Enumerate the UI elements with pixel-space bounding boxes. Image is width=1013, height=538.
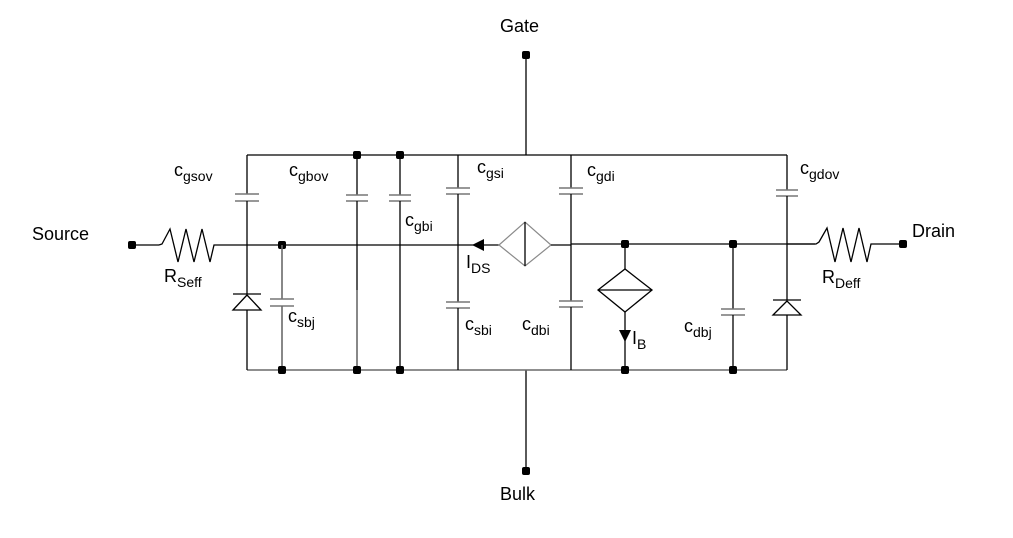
cgdi-label: cgdi	[587, 160, 615, 184]
cgdov-label: cgdov	[800, 158, 839, 182]
source-label: Source	[32, 224, 89, 244]
cgbi-capacitor: cgbi	[389, 151, 433, 374]
drain-terminal: Drain	[899, 221, 955, 248]
rseff-label: RSeff	[164, 266, 202, 290]
cgbov-capacitor: cgbov	[289, 151, 368, 374]
cgbi-label: cgbi	[405, 210, 433, 234]
rdeff-label: RDeff	[822, 267, 861, 291]
gate-label: Gate	[500, 16, 539, 36]
cgdi-capacitor: cgdi	[559, 155, 615, 245]
cdbi-capacitor: cdbi	[522, 245, 583, 370]
csbi-capacitor: csbi	[446, 245, 492, 370]
bulk-terminal: Bulk	[500, 370, 536, 504]
drain-resistor: RDeff	[787, 226, 903, 291]
ids-current-source: IDS	[466, 221, 571, 276]
source-junction-diode	[231, 245, 263, 370]
cdbi-label: cdbi	[522, 314, 550, 338]
cgsov-capacitor: cgsov	[174, 155, 259, 245]
ib-arrow-icon	[619, 330, 631, 342]
cgdov-capacitor: cgdov	[776, 155, 839, 244]
cgsi-capacitor: cgsi	[446, 155, 504, 245]
drain-junction-diode	[771, 244, 803, 370]
ids-arrow-icon	[472, 239, 484, 251]
csbi-label: csbi	[465, 314, 492, 338]
drain-node-dot	[899, 240, 907, 248]
cgsi-label: cgsi	[477, 157, 504, 181]
drain-label: Drain	[912, 221, 955, 241]
source-resistor: RSeff	[158, 227, 247, 290]
cdbj-label: cdbj	[684, 316, 712, 340]
gate-terminal: Gate	[500, 16, 539, 155]
bulk-label: Bulk	[500, 484, 536, 504]
csbj-capacitor: csbj	[270, 241, 315, 374]
csbj-label: csbj	[288, 306, 315, 330]
ib-current-source: IB	[596, 240, 654, 374]
source-terminal: Source	[32, 224, 159, 249]
ids-label: IDS	[466, 252, 490, 276]
cgsov-label: cgsov	[174, 160, 213, 184]
ib-label: IB	[632, 328, 646, 352]
bulk-node-dot	[522, 467, 530, 475]
cdbj-capacitor: cdbj	[684, 240, 745, 374]
cgbov-label: cgbov	[289, 160, 328, 184]
gate-node-dot	[522, 51, 530, 59]
